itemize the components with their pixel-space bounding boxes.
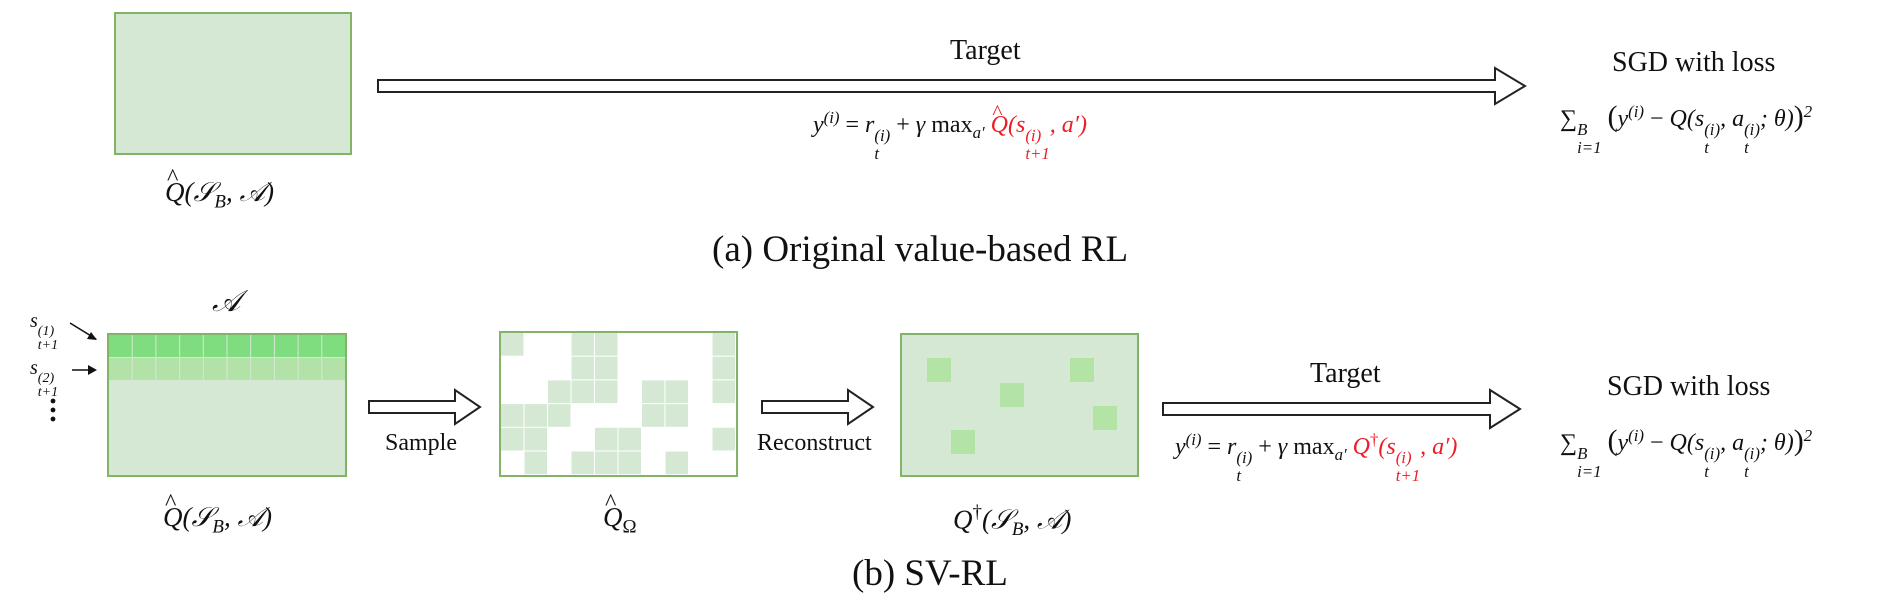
sampled-cell [595,427,618,451]
q-hat-label-b: Q(𝒮B, 𝒜) [163,489,272,539]
reconstruct-arrow [761,388,875,426]
sampled-cell [712,380,735,404]
sampled-cell [712,356,735,380]
row-2-cell [251,358,274,380]
row-1-cell [251,335,274,357]
sampled-cell [501,404,524,427]
row-2-cell [109,358,132,380]
sampled-cell [642,380,665,404]
sample-arrow [368,388,482,426]
sampled-cell [501,427,524,451]
target-equation-b: y(i) = r(i)t + γ maxa′ Q†(s(i)t+1, a′) [1175,430,1458,486]
pointer-arrow-icon [69,322,97,340]
row-2-cell [156,358,180,380]
row-2-cell [203,358,227,380]
reconstruct-label: Reconstruct [757,430,872,456]
sampled-cell [595,356,618,380]
row-1-cell [132,335,156,357]
q-hat-matrix-a [114,12,352,155]
target-label-a: Target [950,35,1021,66]
sampled-cell [642,404,665,427]
row-1-cell [180,335,203,357]
row-1-cell [298,335,322,357]
sampled-cell [665,451,688,475]
sampled-cell [571,380,594,404]
q-hat-label-a: Q(𝒮B, 𝒜) [165,164,274,214]
sampled-cell [712,427,735,451]
sampled-cell [712,333,735,356]
q-hat-matrix-b [107,333,347,477]
q-dagger-label: Q†(𝒮B, 𝒜) [953,502,1072,540]
reconstructed-cell [1000,383,1024,407]
reconstructed-cell [951,430,975,454]
sampled-cell [571,333,594,356]
pointer-arrow-icon [72,365,97,375]
sampled-entries [501,333,735,475]
sample-label: Sample [385,430,457,456]
caption-a: (a) Original value-based RL [712,229,1129,270]
target-arrow-a [377,66,1527,106]
sampled-cell [665,380,688,404]
q-omega-label: QΩ [603,489,637,539]
sampled-cell [501,333,524,356]
row-2-cell [180,358,203,380]
row-1-cell [274,335,298,357]
next-state-label-1: s(1)t+1 [30,310,59,354]
row-1-cell [203,335,227,357]
row-1-cell [156,335,180,357]
sampled-cell [548,404,571,427]
row-2-cell [322,358,345,380]
target-label-b: Target [1310,358,1381,389]
action-set-label: 𝒜 [212,285,241,318]
sampled-cell [524,404,547,427]
sampled-cell [665,404,688,427]
sampled-cell [571,356,594,380]
row-2-cell [274,358,298,380]
sampled-cell [618,451,641,475]
sampled-cell [524,427,547,451]
row-2-cell [132,358,156,380]
sampled-cell [595,451,618,475]
reconstructed-entries [927,358,1117,454]
row-2-cell [298,358,322,380]
row-2-cell [227,358,251,380]
next-state-label-2: s(2)t+1 [30,357,59,401]
sampled-cell [595,380,618,404]
vertical-ellipsis-icon [50,398,56,422]
sampled-cell [524,451,547,475]
row-1-cell [109,335,132,357]
sampled-cell [618,427,641,451]
sgd-title-b: SGD with loss [1607,371,1771,402]
target-equation-a: y(i) = r(i)t + γ maxa′ Q(s(i)t+1, a′) [813,100,1087,163]
reconstructed-cell [927,358,951,382]
target-arrow-b [1162,388,1522,430]
caption-b: (b) SV-RL [852,553,1008,594]
reconstructed-cell [1070,358,1094,382]
row-1-cell [227,335,251,357]
sampled-cell [595,333,618,356]
sgd-title-a: SGD with loss [1612,47,1776,78]
row-1-cell [322,335,345,357]
sampled-cell [571,451,594,475]
sampled-cell [548,380,571,404]
highlighted-rows [109,335,345,380]
reconstructed-cell [1093,406,1117,430]
